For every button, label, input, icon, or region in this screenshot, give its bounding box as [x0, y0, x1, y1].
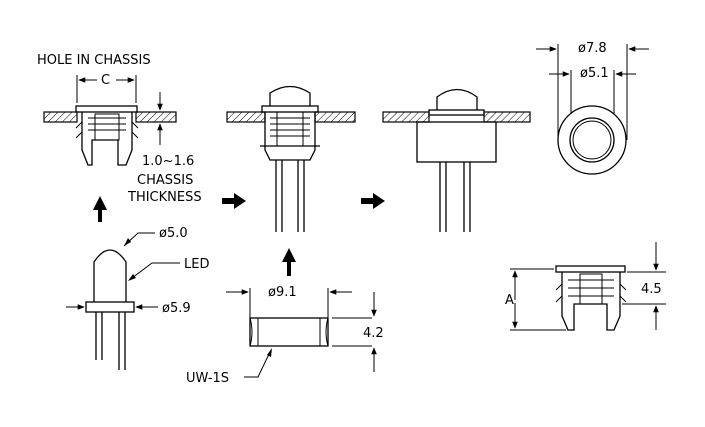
dim-a-label: A	[505, 293, 514, 308]
dia-9-1-label: ø9.1	[268, 285, 297, 300]
hole-in-chassis-label: HOLE IN CHASSIS	[37, 53, 151, 68]
dia-5-0-label: ø5.0	[159, 226, 188, 241]
dia-5-1-label: ø5.1	[580, 66, 609, 81]
led-label: LED	[184, 257, 209, 272]
dia-5-9-label: ø5.9	[162, 301, 191, 316]
uw-1s-label: UW-1S	[186, 371, 229, 386]
spacer-side-view: A 4.5	[505, 242, 666, 331]
thickness-label: THICKNESS	[127, 190, 202, 205]
arrow-up-center	[282, 248, 296, 276]
top-view-ring: ø7.8 ø5.1	[536, 41, 649, 175]
arrow-up-left	[93, 196, 107, 222]
dim-4-5-label: 4.5	[641, 282, 662, 297]
dia-7-8-label: ø7.8	[578, 41, 607, 56]
arrow-right-2	[361, 193, 385, 209]
c-dimension-label: C	[101, 73, 110, 88]
thickness-range-label: 1.0~1.6	[142, 154, 194, 169]
panel-hole-in-chassis: HOLE IN CHASSIS C 1.0~1.6 CHASSIS THICKN…	[37, 53, 202, 205]
uw-1s-spacer: ø9.1 4.2 UW-1S	[186, 285, 384, 386]
arrow-right-1	[222, 193, 246, 209]
chassis-label: CHASSIS	[137, 173, 193, 188]
led-side-view: ø5.0 LED ø5.9	[66, 226, 209, 370]
panel-assembled	[382, 88, 531, 232]
dim-4-2-label: 4.2	[363, 326, 384, 341]
panel-led-inserted	[226, 85, 356, 232]
